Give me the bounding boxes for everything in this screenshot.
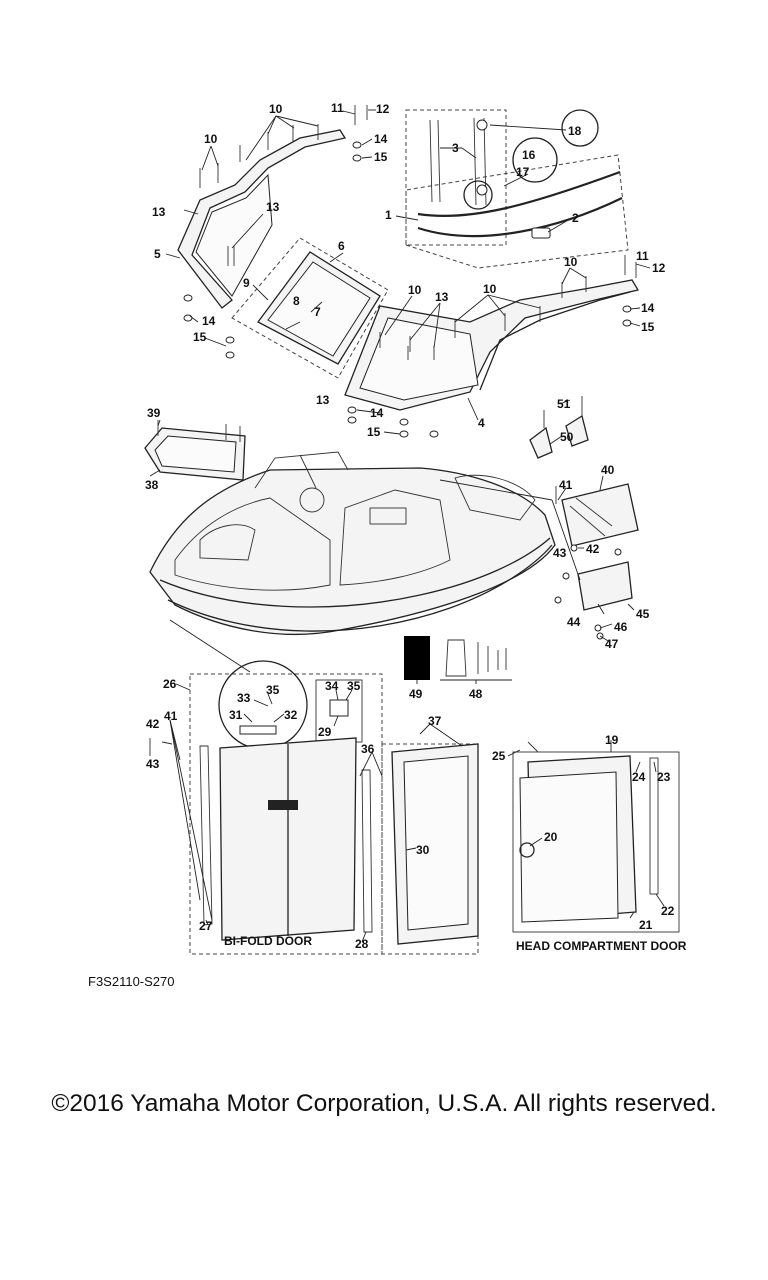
callout-46: 46 <box>614 620 628 634</box>
callout-labels: 10 11 12 14 15 10 3 18 16 17 1 2 13 13 5… <box>145 101 675 951</box>
callout-19: 19 <box>605 733 619 747</box>
tool-kit <box>404 636 512 681</box>
callout-41: 41 <box>164 709 178 723</box>
callout-10: 10 <box>269 102 283 116</box>
callout-50: 50 <box>560 430 574 444</box>
drawing-code: F3S2110-S270 <box>88 974 175 989</box>
callout-35: 35 <box>266 683 280 697</box>
storage-tray <box>144 420 246 481</box>
callout-31: 31 <box>229 708 243 722</box>
callout-14: 14 <box>641 301 655 315</box>
callout-20: 20 <box>544 830 558 844</box>
callout-13: 13 <box>266 200 280 214</box>
inset-rail-kit <box>405 109 629 269</box>
callout-2: 2 <box>572 211 579 225</box>
callout-18: 18 <box>568 124 582 138</box>
callout-24: 24 <box>632 770 646 784</box>
callout-37: 37 <box>428 714 442 728</box>
callout-11: 11 <box>331 101 344 115</box>
lid-assembly <box>554 483 639 640</box>
callout-47: 47 <box>605 637 619 651</box>
callout-1: 1 <box>385 208 392 222</box>
callout-13: 13 <box>152 205 166 219</box>
callout-10: 10 <box>408 283 422 297</box>
callout-10: 10 <box>204 132 218 146</box>
callout-51: 51 <box>557 397 571 411</box>
callout-14: 14 <box>370 406 384 420</box>
callout-10: 10 <box>483 282 497 296</box>
callout-33: 33 <box>237 691 251 705</box>
callout-36: 36 <box>361 742 375 756</box>
callout-40: 40 <box>601 463 615 477</box>
head-compartment-door-caption: HEAD COMPARTMENT DOOR <box>516 939 687 953</box>
callout-44: 44 <box>567 615 581 629</box>
callout-49: 49 <box>409 687 423 701</box>
callout-29: 29 <box>318 725 332 739</box>
callout-34: 34 <box>325 679 339 693</box>
callout-22: 22 <box>661 904 675 918</box>
callout-41: 41 <box>559 478 573 492</box>
callout-35: 35 <box>347 679 361 693</box>
callout-13: 13 <box>435 290 449 304</box>
copyright-notice: ©2016 Yamaha Motor Corporation, U.S.A. A… <box>51 1090 717 1117</box>
leader-lines <box>149 109 665 943</box>
callout-7: 7 <box>314 305 321 319</box>
callout-15: 15 <box>641 320 655 334</box>
callout-3: 3 <box>452 141 459 155</box>
callout-11: 11 <box>636 249 649 263</box>
callout-43: 43 <box>553 546 567 560</box>
boat-hull <box>149 451 556 635</box>
exploded-parts-diagram: 10 11 12 14 15 10 3 18 16 17 1 2 13 13 5… <box>144 101 687 955</box>
head-compartment-door-group <box>512 741 680 933</box>
callout-16: 16 <box>522 148 536 162</box>
callout-5: 5 <box>154 247 161 261</box>
windshield-center-panel <box>231 237 389 379</box>
callout-23: 23 <box>657 770 671 784</box>
callout-15: 15 <box>374 150 388 164</box>
callout-32: 32 <box>284 708 298 722</box>
callout-21: 21 <box>639 918 653 932</box>
callout-42: 42 <box>146 717 160 731</box>
bifold-door-group <box>149 660 479 955</box>
detail-circles <box>463 109 599 210</box>
callout-38: 38 <box>145 478 159 492</box>
callout-15: 15 <box>193 330 207 344</box>
bifold-door-caption: BI-FOLD DOOR <box>224 934 312 948</box>
callout-42: 42 <box>586 542 600 556</box>
callout-15: 15 <box>367 425 381 439</box>
callout-13: 13 <box>316 393 330 407</box>
callout-6: 6 <box>338 239 345 253</box>
callout-26: 26 <box>163 677 177 691</box>
callout-45: 45 <box>636 607 650 621</box>
callout-39: 39 <box>147 406 161 420</box>
callout-4: 4 <box>478 416 485 430</box>
callout-10: 10 <box>564 255 578 269</box>
callout-43: 43 <box>146 757 160 771</box>
callout-12: 12 <box>376 102 390 116</box>
callout-48: 48 <box>469 687 483 701</box>
callout-12: 12 <box>652 261 666 275</box>
callout-9: 9 <box>243 276 250 290</box>
callout-14: 14 <box>202 314 216 328</box>
callout-30: 30 <box>416 843 430 857</box>
callout-25: 25 <box>492 749 506 763</box>
callout-28: 28 <box>355 937 369 951</box>
mount-brackets <box>529 396 589 459</box>
windshield-left-frame <box>177 129 347 309</box>
callout-17: 17 <box>516 165 530 179</box>
callout-27: 27 <box>199 919 213 933</box>
callout-8: 8 <box>293 294 300 308</box>
callout-14: 14 <box>374 132 388 146</box>
